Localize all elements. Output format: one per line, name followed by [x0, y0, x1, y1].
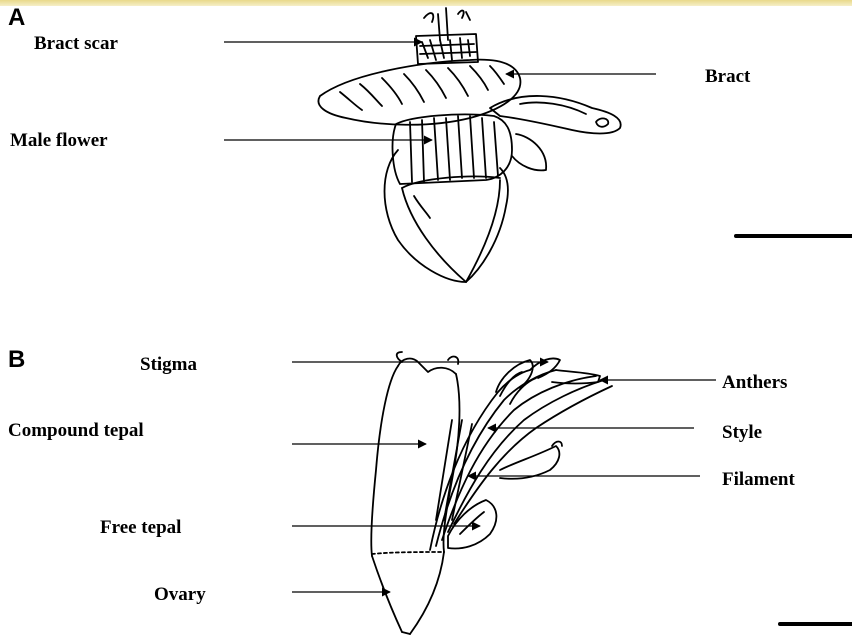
panel-b-leaders: [292, 362, 716, 592]
bract-scar-stalk: [416, 8, 478, 64]
panel-a-leaders: [224, 42, 656, 140]
filament-tip: [500, 442, 562, 479]
panel-b-drawing: [371, 352, 852, 634]
panel-a-drawing: [318, 8, 852, 282]
